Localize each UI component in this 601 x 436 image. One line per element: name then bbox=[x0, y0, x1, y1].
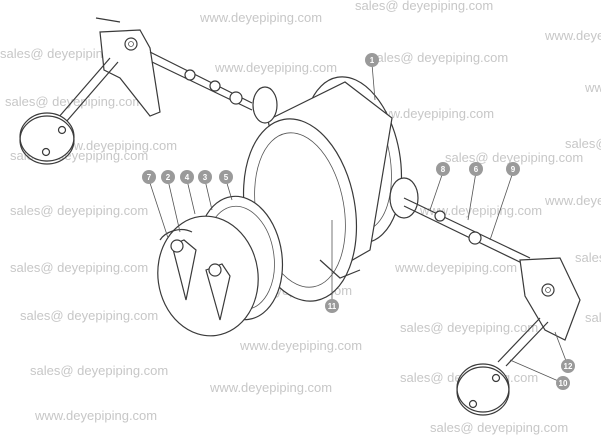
watermark-www: www.deyepiping.com bbox=[34, 408, 157, 423]
lever-arm-right bbox=[497, 317, 541, 363]
svg-text:4: 4 bbox=[185, 173, 190, 182]
callout-4: 4 bbox=[180, 170, 194, 184]
shaft-right bbox=[403, 197, 531, 259]
watermark-sales: sales@ deyepiping.com bbox=[10, 260, 148, 275]
watermark-www: www.deyepiping.com bbox=[209, 380, 332, 395]
lever-hub bbox=[124, 37, 138, 51]
callout-8: 8 bbox=[436, 162, 450, 176]
callout-2: 2 bbox=[161, 170, 175, 184]
watermark-www: www.deyepiping.com bbox=[544, 28, 601, 43]
svg-text:1: 1 bbox=[370, 56, 375, 65]
callout-12: 12 bbox=[561, 359, 575, 373]
svg-text:5: 5 bbox=[224, 173, 229, 182]
counterweight-bottom bbox=[456, 363, 510, 413]
callout-11: 11 bbox=[325, 299, 339, 313]
watermark-sales: sales@ deyepiping.com bbox=[370, 50, 508, 65]
valve-body bbox=[242, 76, 419, 302]
watermark-sales: sales@ deyepiping.com bbox=[355, 0, 493, 13]
watermark-www: www.deyepiping.com bbox=[214, 60, 337, 75]
watermark-www: www.deyepiping.com bbox=[239, 338, 362, 353]
lever-plate-right bbox=[519, 257, 581, 341]
watermark-sales: sales@ deyepiping.com bbox=[445, 150, 583, 165]
watermark-sales: sales@ deyepiping.com bbox=[575, 250, 601, 265]
svg-text:3: 3 bbox=[203, 173, 208, 182]
shaft-coupling bbox=[468, 231, 482, 245]
svg-text:10: 10 bbox=[559, 379, 568, 388]
leader-lines bbox=[148, 63, 569, 384]
watermark-www: www.deyepiping.com bbox=[54, 138, 177, 153]
watermark-sales: sales@ deyepiping.com bbox=[585, 310, 601, 325]
svg-text:11: 11 bbox=[328, 302, 337, 311]
lever-pin bbox=[95, 17, 121, 23]
svg-text:8: 8 bbox=[441, 165, 446, 174]
watermark-www: www.deyepiping.com bbox=[394, 260, 517, 275]
svg-text:12: 12 bbox=[564, 362, 573, 371]
watermark-www: www.deyepiping.com bbox=[371, 106, 494, 121]
svg-text:2: 2 bbox=[166, 173, 171, 182]
svg-text:7: 7 bbox=[147, 173, 152, 182]
watermark-sales: sales@ deyepiping.com bbox=[430, 420, 568, 435]
shaft-bolt bbox=[184, 69, 196, 81]
watermark-www: www.deyepiping.com bbox=[584, 80, 601, 95]
watermark-sales: sales@ deyepiping.com bbox=[400, 320, 538, 335]
callout-10: 10 bbox=[556, 376, 570, 390]
lever-arm bbox=[57, 57, 111, 119]
disc-assembly bbox=[157, 195, 284, 337]
callout-5: 5 bbox=[219, 170, 233, 184]
watermark-www: www.deyepiping.com bbox=[199, 10, 322, 25]
watermark-sales: sales@ deyepiping.com bbox=[10, 203, 148, 218]
right-lever-assembly bbox=[403, 197, 581, 416]
watermark-www: www.deyepiping.com bbox=[544, 193, 601, 208]
valve-neck-top bbox=[252, 86, 278, 124]
callout-9: 9 bbox=[506, 162, 520, 176]
watermark-sales: sales@ deyepiping.com bbox=[30, 363, 168, 378]
watermark-sales: sales@ deyepiping.com bbox=[5, 94, 143, 109]
watermark-www: www.deyepiping.com bbox=[419, 203, 542, 218]
callout-7: 7 bbox=[142, 170, 156, 184]
callout-1: 1 bbox=[365, 53, 379, 67]
watermark-sales: sales@ deyepiping.com bbox=[565, 136, 601, 151]
lever-plate bbox=[99, 29, 161, 117]
svg-text:9: 9 bbox=[511, 165, 516, 174]
callout-6: 6 bbox=[469, 162, 483, 176]
top-left-lever-assembly bbox=[19, 17, 253, 165]
watermark-sales: sales@ deyepiping.com bbox=[20, 308, 158, 323]
callout-3: 3 bbox=[198, 170, 212, 184]
svg-text:6: 6 bbox=[474, 165, 479, 174]
